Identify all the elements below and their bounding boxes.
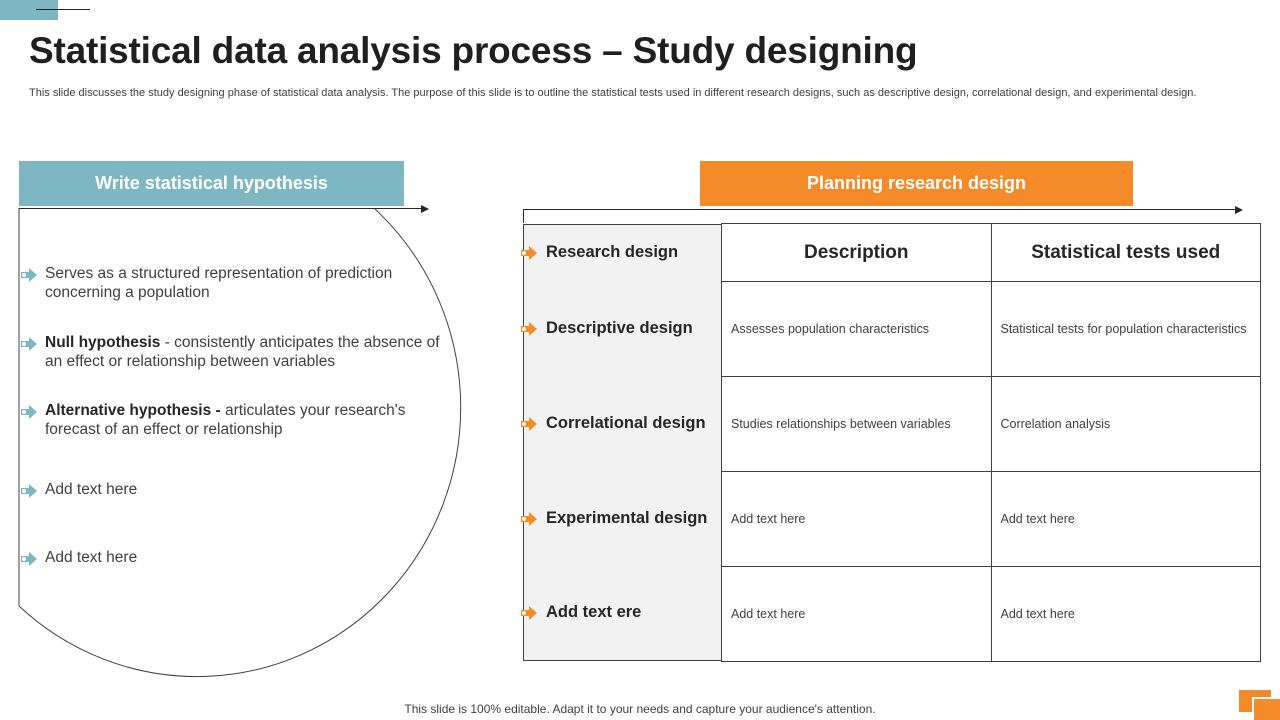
- research-design-table: Description Statistical tests used Asses…: [721, 223, 1261, 662]
- corner-decoration-bottom-2: [1252, 697, 1280, 720]
- table-row: Add text here Add text here: [721, 566, 1261, 662]
- hypothesis-item-text: Add text here: [45, 549, 138, 566]
- table-row: Assesses population characteristics Stat…: [721, 281, 1261, 377]
- table-cell: Statistical tests for population charact…: [990, 281, 1261, 377]
- design-row: Correlational design: [521, 414, 723, 433]
- teal-arrow-icon: [21, 268, 37, 282]
- orange-arrow-icon: [521, 245, 537, 260]
- table-cell: Add text here: [990, 471, 1261, 567]
- corner-line: [36, 9, 90, 10]
- hypothesis-item-text: Add text here: [45, 481, 138, 498]
- design-row: Descriptive design: [521, 319, 723, 338]
- column-header: Statistical tests used: [990, 223, 1261, 282]
- design-label: Add text ere: [546, 603, 642, 621]
- design-row: Add text ere: [521, 603, 723, 622]
- orange-arrow-icon: [521, 321, 537, 336]
- table-header-row: Description Statistical tests used: [721, 223, 1261, 282]
- design-column: Research design Descriptive design Corre…: [521, 224, 723, 661]
- table-cell: Add text here: [721, 471, 992, 567]
- design-row: Research design: [521, 243, 723, 262]
- hypothesis-item-text: Serves as a structured representation of…: [45, 265, 393, 301]
- page-title: Statistical data analysis process – Stud…: [29, 30, 918, 71]
- table-cell: Studies relationships between variables: [721, 376, 992, 472]
- design-label: Correlational design: [546, 414, 706, 432]
- footer-note: This slide is 100% editable. Adapt it to…: [404, 702, 876, 716]
- page-subtitle: This slide discusses the study designing…: [29, 87, 1197, 99]
- orange-arrow-icon: [521, 416, 537, 431]
- research-arrow-line: [523, 209, 1237, 210]
- teal-arrow-icon: [21, 337, 37, 351]
- table-cell: Assesses population characteristics: [721, 281, 992, 377]
- table-row: Studies relationships between variables …: [721, 376, 1261, 472]
- design-label: Research design: [546, 243, 679, 261]
- teal-arrow-icon: [21, 484, 37, 498]
- hypothesis-item: Serves as a structured representation of…: [20, 264, 440, 302]
- design-row: Experimental design: [521, 509, 723, 528]
- hypothesis-arrow-head: [421, 205, 429, 213]
- hypothesis-item: Null hypothesis - consistently anticipat…: [20, 333, 440, 371]
- column-header: Description: [721, 223, 992, 282]
- research-design-header: Planning research design: [700, 161, 1133, 206]
- table-cell: Correlation analysis: [990, 376, 1261, 472]
- hypothesis-item-text: Alternative hypothesis - articulates you…: [45, 402, 406, 438]
- design-label: Descriptive design: [546, 319, 693, 337]
- table-row: Add text here Add text here: [721, 471, 1261, 567]
- hypothesis-arrow-line: [19, 208, 423, 209]
- table-cell: Add text here: [721, 566, 992, 662]
- teal-arrow-icon: [21, 405, 37, 419]
- table-cell: Add text here: [990, 566, 1261, 662]
- design-label: Experimental design: [546, 509, 708, 527]
- hypothesis-item-text: Null hypothesis - consistently anticipat…: [45, 334, 440, 370]
- hypothesis-item: Add text here: [20, 480, 440, 500]
- orange-arrow-icon: [521, 511, 537, 526]
- teal-arrow-icon: [21, 552, 37, 566]
- corner-decoration: [0, 0, 58, 20]
- research-arrow-tick: [523, 209, 524, 223]
- orange-arrow-icon: [521, 605, 537, 620]
- hypothesis-item: Add text here: [20, 548, 440, 568]
- hypothesis-item: Alternative hypothesis - articulates you…: [20, 401, 440, 439]
- hypothesis-header: Write statistical hypothesis: [19, 161, 404, 206]
- research-arrow-head: [1235, 206, 1243, 214]
